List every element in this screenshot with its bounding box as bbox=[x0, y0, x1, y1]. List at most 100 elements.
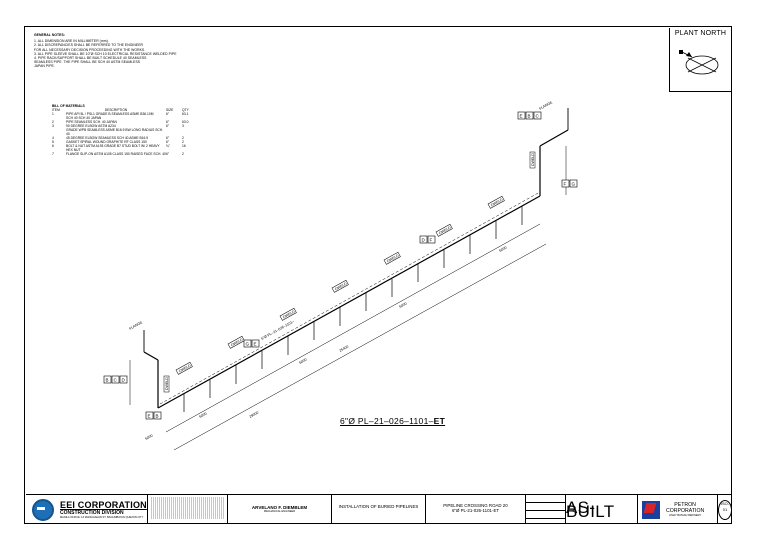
weld-tag: DWELD bbox=[230, 337, 244, 347]
bom-cell: 2 bbox=[182, 140, 184, 144]
bom-cell: GRADE WPB SEAMLESS ASME B16.9 BW LONG RA… bbox=[66, 128, 164, 136]
bom-row: SCH 40 SCH 40 JAPAN bbox=[52, 116, 222, 120]
badge: C bbox=[114, 378, 118, 383]
drawing-line-number: 6"Ø PL-21-026-1101-ET bbox=[451, 508, 500, 513]
weld-tag: DWELD bbox=[178, 363, 192, 373]
drawing-title-cell: PIPELINE CROSSING ROAD 20 6"Ø PL-21-026-… bbox=[426, 495, 526, 524]
bom-cell: GASKET SPIRAL WOUND GRAPHITE RF CLASS 15… bbox=[66, 140, 147, 144]
bom-cell: 6" bbox=[166, 112, 170, 116]
drawing-line-title: 6"Ø PL–21–026–1101–ET bbox=[340, 416, 445, 426]
badge: E bbox=[148, 414, 151, 419]
dim-text: 6000 bbox=[199, 411, 208, 418]
note-line: FOR ALL NECESSARY DECISION PROCEEDING WI… bbox=[34, 47, 146, 52]
badge: C bbox=[536, 114, 540, 119]
revision-cell bbox=[526, 495, 566, 524]
bom-cell: 2 bbox=[182, 136, 184, 140]
bom-cell: 6" bbox=[166, 140, 170, 144]
weld-tags: DWELD DWELD DWELD DWELD DWELD DWELD DWEL… bbox=[163, 151, 536, 393]
bill-of-materials: BILL OF MATERIALS ITEM DESCRIPTION SIZE … bbox=[52, 104, 222, 156]
badge: B bbox=[156, 414, 159, 419]
badge: D bbox=[122, 378, 126, 383]
bom-cell: 2 bbox=[52, 120, 54, 124]
note-line: SEAMLESS PIPE. THE PIPE SHALL BE SCH 40 … bbox=[34, 60, 141, 65]
project-title: INSTALLATION OF BURIED PIPELINES bbox=[338, 504, 419, 509]
bom-cell: FLANGE SLIP-ON ASTM A105 CLASS 150 RAISE… bbox=[66, 152, 166, 156]
dim-text: 6000 bbox=[299, 357, 308, 364]
client-full: CORPORATION bbox=[666, 508, 705, 514]
dim-text: 6000 bbox=[499, 245, 508, 252]
engineer-name: ARVELANO F. DIEMBLEM bbox=[251, 505, 308, 510]
line-title-prefix: 6"Ø PL–21–026–1101– bbox=[340, 416, 434, 426]
dim-text-run: 29000 bbox=[249, 411, 260, 419]
bom-cell: 4 bbox=[52, 136, 54, 140]
bom-cell: 6" bbox=[166, 124, 170, 128]
bom-header: ITEM DESCRIPTION SIZE QTY bbox=[52, 108, 222, 112]
fine-print-block bbox=[151, 497, 224, 519]
badge: G bbox=[246, 342, 250, 347]
bom-cell: 16 bbox=[182, 144, 186, 148]
bom-row: 7 FLANGE SLIP-ON ASTM A105 CLASS 150 RAIS… bbox=[52, 152, 222, 156]
notes-cell bbox=[148, 495, 228, 524]
weld-tag: DWELD bbox=[165, 377, 169, 390]
badge: F bbox=[430, 238, 433, 243]
client-cell: PETRON CORPORATION LIMAY BATAAN REFINERY bbox=[638, 495, 718, 524]
project-cell: INSTALLATION OF BURIED PIPELINES bbox=[332, 495, 426, 524]
bom-cell: 2 bbox=[182, 152, 184, 156]
bom-header-size: SIZE bbox=[166, 108, 174, 112]
bom-cell: 7 bbox=[52, 152, 54, 156]
bom-cell: 6" bbox=[166, 152, 170, 156]
note-line: 1. ALL DIMENSION ARE IN MILLIMETER (mm). bbox=[34, 39, 109, 44]
notes-heading: GENERAL NOTES: bbox=[34, 33, 65, 37]
company-division: CONSTRUCTION DIVISION bbox=[60, 510, 124, 516]
sheet-number: ISO-01 bbox=[718, 499, 732, 520]
general-notes: GENERAL NOTES: 1. ALL DIMENSION ARE IN M… bbox=[34, 33, 254, 69]
bom-cell: 3 bbox=[52, 124, 54, 128]
note-line: 2. ALL DISCREPANCIES SHALL BE REFERRED T… bbox=[34, 43, 144, 48]
weld-tag: DWELD bbox=[531, 153, 535, 166]
flange-note: FLANGE bbox=[129, 320, 144, 331]
status-cell: AS-BUILT bbox=[566, 495, 638, 524]
bom-header-qty: QTY bbox=[182, 108, 189, 112]
badge: D bbox=[422, 238, 426, 243]
as-built-stamp: AS-BUILT bbox=[566, 497, 615, 521]
eei-logo-icon bbox=[32, 498, 54, 521]
bom-row: 6 BOLT & NUT ASTM A193 GRADE B7 STUD BOLT… bbox=[52, 144, 222, 152]
engineer-cell: ARVELANO F. DIEMBLEM MECHANICAL ENGINEER bbox=[228, 495, 332, 524]
dim-text: 6000 bbox=[145, 433, 154, 440]
badge: F bbox=[564, 182, 567, 187]
note-line: 4. PIPE RACK/SUPPORT SHALL BE BUILT SCHE… bbox=[34, 56, 147, 61]
company-name: EEI CORPORATION bbox=[60, 500, 147, 510]
dim-text-long: 25400 bbox=[339, 345, 350, 353]
bom-cell: 90 DEGREE ELBOW ASTM A234 bbox=[66, 124, 116, 128]
bom-cell: BOLT & NUT ASTM A193 GRADE B7 STUD BOLT … bbox=[66, 144, 160, 152]
bom-cell: 6 bbox=[52, 144, 54, 148]
iso-badges: E B C D F G E B C D F G E B bbox=[103, 111, 578, 420]
badge: G bbox=[572, 182, 576, 187]
bom-cell: 63.1 bbox=[182, 112, 189, 116]
drawing-sheet bbox=[24, 26, 732, 524]
dim-text: 6000 bbox=[399, 301, 408, 308]
bom-cell: 6" bbox=[166, 136, 170, 140]
dim-line-long bbox=[165, 223, 541, 433]
weld-tag: DWELD bbox=[282, 309, 296, 319]
note-line: 3. ALL PIPE SLEEVE SHALL BE 10"Ø SCH 10 … bbox=[34, 51, 177, 56]
bom-header-desc: DESCRIPTION bbox=[104, 108, 128, 112]
bom-cell: 6" bbox=[166, 120, 170, 124]
bom-cell: ¾" bbox=[166, 144, 170, 148]
badge: B bbox=[528, 114, 531, 119]
pipe-main-run bbox=[157, 195, 541, 409]
flange-note: FLANGE bbox=[539, 100, 554, 111]
company-cell: EEI CORPORATION CONSTRUCTION DIVISION MA… bbox=[26, 495, 148, 524]
badge: E bbox=[254, 342, 257, 347]
bom-row: GRADE WPB SEAMLESS ASME B16.9 BW LONG RA… bbox=[52, 128, 222, 136]
title-block: EEI CORPORATION CONSTRUCTION DIVISION MA… bbox=[26, 494, 732, 524]
note-line: JAPAN PIPE. bbox=[34, 64, 55, 69]
bom-header-item: ITEM bbox=[52, 108, 60, 112]
weld-tag: DWELD bbox=[490, 197, 504, 207]
bom-cell: PIPE SEAMLESS SCH. 40 JAPAN bbox=[66, 120, 117, 124]
weld-tag: DWELD bbox=[438, 225, 452, 235]
badge: B bbox=[106, 378, 109, 383]
